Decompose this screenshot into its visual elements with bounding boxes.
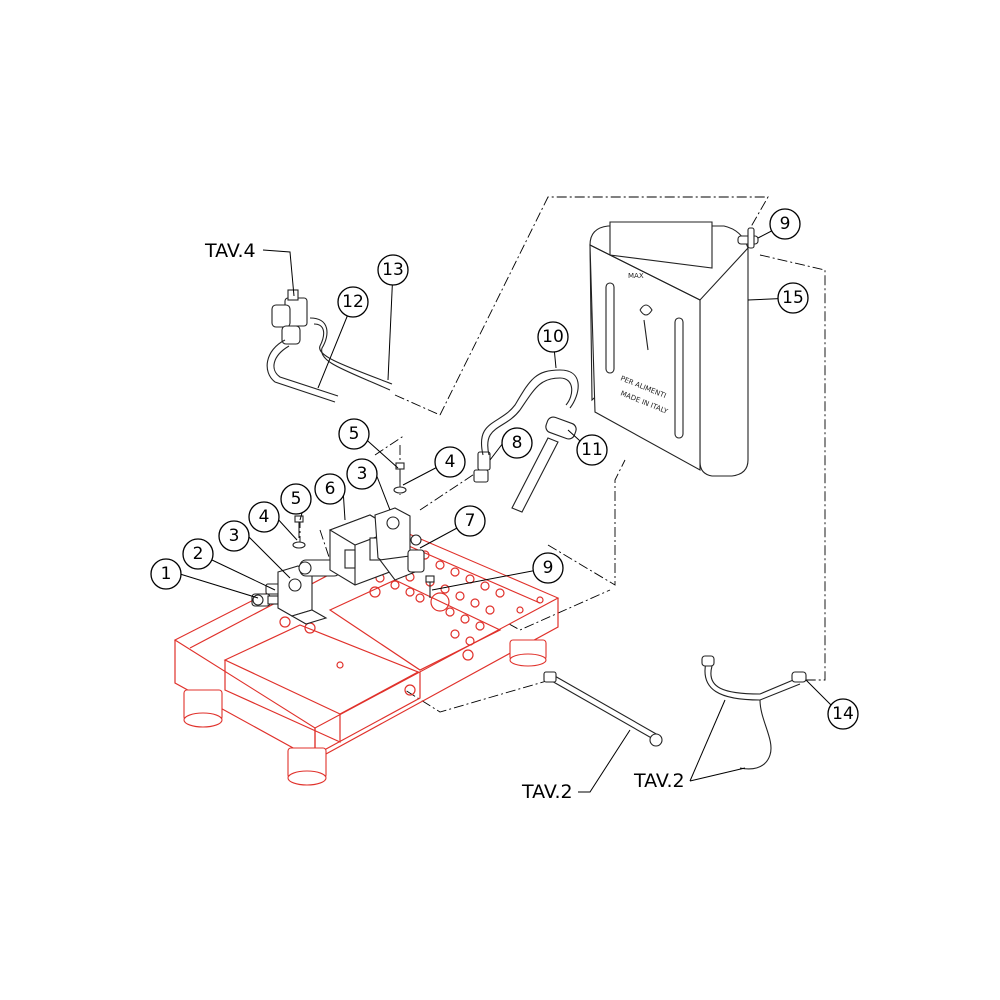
callout-3-left-label: 3 bbox=[229, 526, 240, 546]
callout-5-left-label: 5 bbox=[291, 489, 302, 509]
callout-11-label: 11 bbox=[581, 440, 603, 460]
part-9-tee-fitting bbox=[737, 227, 759, 249]
part-8-elbow bbox=[473, 451, 491, 483]
callout-12-label: 12 bbox=[342, 292, 364, 312]
base-frame bbox=[173, 527, 560, 786]
callout-5-left: 5 bbox=[280, 483, 312, 515]
callout-4-left-label: 4 bbox=[259, 507, 270, 527]
callout-7-label: 7 bbox=[465, 511, 476, 531]
part-13-hose bbox=[309, 317, 393, 391]
callout-7: 7 bbox=[454, 505, 486, 537]
callout-1: 1 bbox=[150, 558, 182, 590]
callout-3-right-label: 3 bbox=[357, 464, 368, 484]
ref-tav2-right: TAV.2 bbox=[633, 770, 685, 792]
leader-lines bbox=[179, 223, 841, 793]
frame-holes bbox=[279, 550, 544, 696]
callout-14-label: 14 bbox=[832, 704, 854, 724]
part-11-filter bbox=[511, 416, 577, 513]
callout-8: 8 bbox=[501, 427, 533, 459]
callout-4-right: 4 bbox=[434, 446, 466, 478]
callout-6: 6 bbox=[314, 473, 346, 505]
callout-2-label: 2 bbox=[193, 544, 204, 564]
callout-15-label: 15 bbox=[782, 288, 804, 308]
callout-5-right: 5 bbox=[338, 418, 370, 450]
callout-3-right: 3 bbox=[346, 458, 378, 490]
callout-10-label: 10 bbox=[542, 327, 564, 347]
callout-9-tank: 9 bbox=[769, 208, 801, 240]
part-tav4-valve bbox=[271, 289, 308, 345]
callout-1-label: 1 bbox=[161, 564, 172, 584]
callout-2: 2 bbox=[182, 538, 214, 570]
callout-15: 15 bbox=[777, 282, 809, 314]
part-tav2-pipe bbox=[543, 671, 663, 747]
callout-13-label: 13 bbox=[382, 260, 404, 280]
parts-4-5-screws-right bbox=[393, 462, 407, 494]
callout-5-right-label: 5 bbox=[349, 424, 360, 444]
callout-9-tank-label: 9 bbox=[780, 214, 791, 234]
callout-3-left: 3 bbox=[218, 520, 250, 552]
callout-8-label: 8 bbox=[512, 433, 523, 453]
callout-4-right-label: 4 bbox=[445, 452, 456, 472]
part-12-hose bbox=[266, 339, 339, 403]
callout-10: 10 bbox=[537, 321, 569, 353]
part-7-fitting bbox=[407, 534, 425, 573]
callout-6-label: 6 bbox=[325, 479, 336, 499]
tank-max-mark: MAX bbox=[628, 272, 644, 280]
callout-9-frame: 9 bbox=[532, 552, 564, 584]
callout-12: 12 bbox=[337, 286, 369, 318]
part-9-screw-frame bbox=[425, 575, 435, 598]
ref-tav4: TAV.4 bbox=[204, 240, 256, 262]
callout-9-frame-label: 9 bbox=[543, 558, 554, 578]
callout-13: 13 bbox=[377, 254, 409, 286]
part-10-tube bbox=[480, 369, 579, 456]
callout-4-left: 4 bbox=[248, 501, 280, 533]
frame-feet bbox=[183, 639, 547, 786]
part-15-water-tank: MAX PER ALIMENTI MADE IN ITALY bbox=[589, 221, 749, 477]
ref-tav2-left: TAV.2 bbox=[521, 781, 573, 803]
part-3-bracket-left bbox=[277, 565, 328, 625]
part-1-fitting bbox=[251, 593, 279, 607]
part-14-hose bbox=[701, 655, 807, 770]
callout-11: 11 bbox=[576, 434, 608, 466]
parts-4-5-screws-left bbox=[292, 515, 306, 549]
callout-14: 14 bbox=[827, 698, 859, 730]
